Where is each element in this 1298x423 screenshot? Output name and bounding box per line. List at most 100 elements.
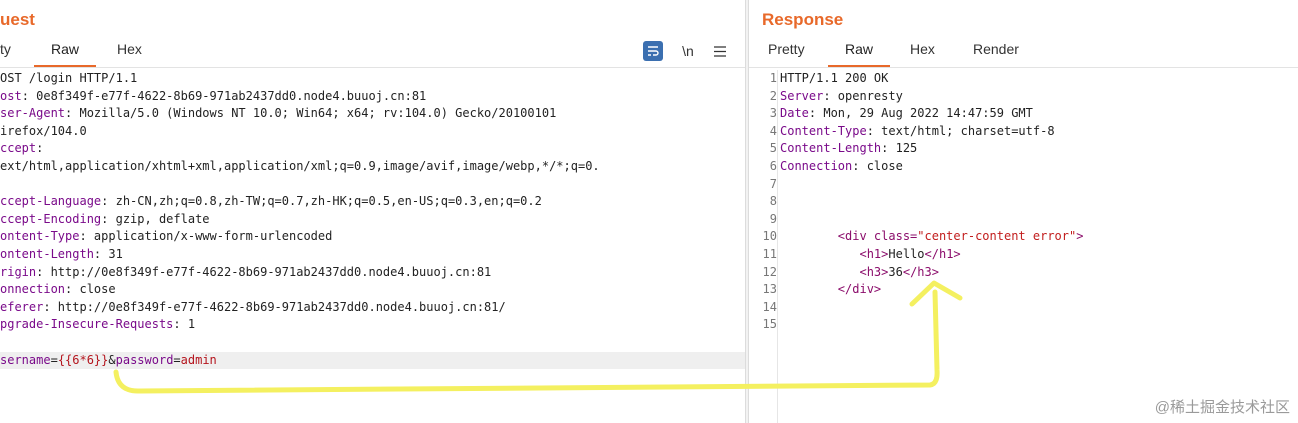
request-line: ext/html,application/xhtml+xml,applicati… [0,158,745,176]
request-token: ontent-Type [0,229,80,244]
request-token: admin [180,352,217,367]
request-line [0,176,745,194]
request-line [0,334,745,352]
request-token: = [50,352,58,367]
response-token: class= [873,229,918,244]
response-token: </h1> [924,246,961,261]
request-token: eferer [0,299,44,314]
tab-raw[interactable]: Raw [845,41,874,57]
line-number: 3 [769,106,777,121]
line-number: 14 [762,299,777,314]
request-token: ccept-Language [0,194,102,209]
response-token: : openresty [823,88,903,103]
request-token: : close [65,282,116,297]
response-line [780,193,1298,211]
tab-pretty[interactable]: Pretty [768,41,805,57]
response-token [780,282,838,296]
response-token: <h3> [859,264,889,279]
active-tab-underline [828,65,890,67]
request-token: ontent-Length [0,246,94,261]
response-line [780,176,1298,194]
response-token: Connection [780,158,853,173]
line-number: 1 [769,71,777,85]
line-number: 2 [769,88,777,103]
tab-hex[interactable]: Hex [117,41,142,57]
request-line: ontent-Length: 31 [0,246,745,264]
request-line: ser-Agent: Mozilla/5.0 (Windows NT 10.0;… [0,105,745,123]
tab-hex[interactable]: Hex [910,41,935,57]
tab-divider [749,67,1298,68]
request-token: onnection [0,282,66,297]
response-token: : Mon, 29 Aug 2022 14:47:59 GMT [808,106,1033,121]
request-line: pgrade-Insecure-Requests: 1 [0,316,745,334]
request-token: : http://0e8f349f-e77f-4622-8b69-971ab24… [43,299,506,314]
request-token: password [115,352,174,367]
request-line: ontent-Type: application/x-www-form-urle… [0,228,745,246]
response-token: : 125 [881,141,918,156]
response-token: Content-Length [780,141,882,156]
request-token: sername [0,352,51,367]
response-token: <h1> [859,246,889,261]
line-number: 6 [769,158,777,173]
response-token: <div [837,229,874,244]
line-number: 15 [762,317,777,332]
pane-splitter[interactable] [745,0,749,423]
request-token: = [173,352,181,367]
response-token: Server [780,88,824,103]
response-line [780,211,1298,229]
watermark: @稀土掘金技术社区 [1154,399,1290,416]
response-token: 36 [888,264,903,279]
line-number: 12 [762,264,777,279]
request-line: ccept: [0,140,745,158]
request-token: : 0e8f349f-e77f-4622-8b69-971ab2437dd0.n… [21,88,427,103]
request-token: ccept [0,141,37,156]
request-line: ccept-Encoding: gzip, deflate [0,211,745,229]
line-number: 8 [769,194,777,209]
request-line: rigin: http://0e8f349f-e77f-4622-8b69-97… [0,264,745,282]
response-line [780,316,1298,334]
response-token: Date [780,106,809,121]
request-token: : [36,141,44,156]
line-number: 7 [769,176,777,191]
response-line: Date: Mon, 29 Aug 2022 14:47:59 GMT [780,105,1298,123]
request-token: : 31 [93,246,123,261]
request-token: : gzip, deflate [101,211,210,226]
line-number: 13 [762,282,777,297]
response-line: Content-Type: text/html; charset=utf-8 [780,123,1298,141]
request-pane-title: uest [0,10,35,29]
request-token: : application/x-www-form-urlencoded [79,229,333,244]
request-token: rigin [0,264,37,279]
response-token: > [1076,229,1084,244]
request-token: pgrade-Insecure-Requests [0,317,174,332]
tab-render[interactable]: Render [973,41,1019,57]
tab-raw[interactable]: Raw [51,41,80,57]
request-token: : 1 [173,317,196,332]
response-token [780,229,838,243]
response-line: Server: openresty [780,88,1298,106]
line-number: 5 [769,141,777,156]
response-token: </h3> [902,264,939,279]
request-token: : Mozilla/5.0 (Windows NT 10.0; Win64; x… [65,106,557,121]
hamburger-menu-icon[interactable] [710,41,730,61]
response-token [780,247,859,261]
line-number: 4 [769,123,777,138]
response-token [780,265,859,279]
response-token: HTTP/1.1 200 OK [780,71,889,85]
request-token: OST /login HTTP/1.1 [0,71,138,85]
response-line: Content-Length: 125 [780,140,1298,158]
request-line: onnection: close [0,281,745,299]
newline-toggle-button[interactable]: \n [682,43,694,59]
request-line: ccept-Language: zh-CN,zh;q=0.8,zh-TW;q=0… [0,193,745,211]
active-tab-underline [34,65,96,67]
response-line: </div> [780,281,1298,299]
message-wrap-icon[interactable] [643,41,663,61]
gutter-separator [777,70,778,423]
tab-pretty[interactable]: ty [0,41,11,57]
request-token: ser-Agent [0,106,66,121]
line-number: 11 [762,246,777,261]
